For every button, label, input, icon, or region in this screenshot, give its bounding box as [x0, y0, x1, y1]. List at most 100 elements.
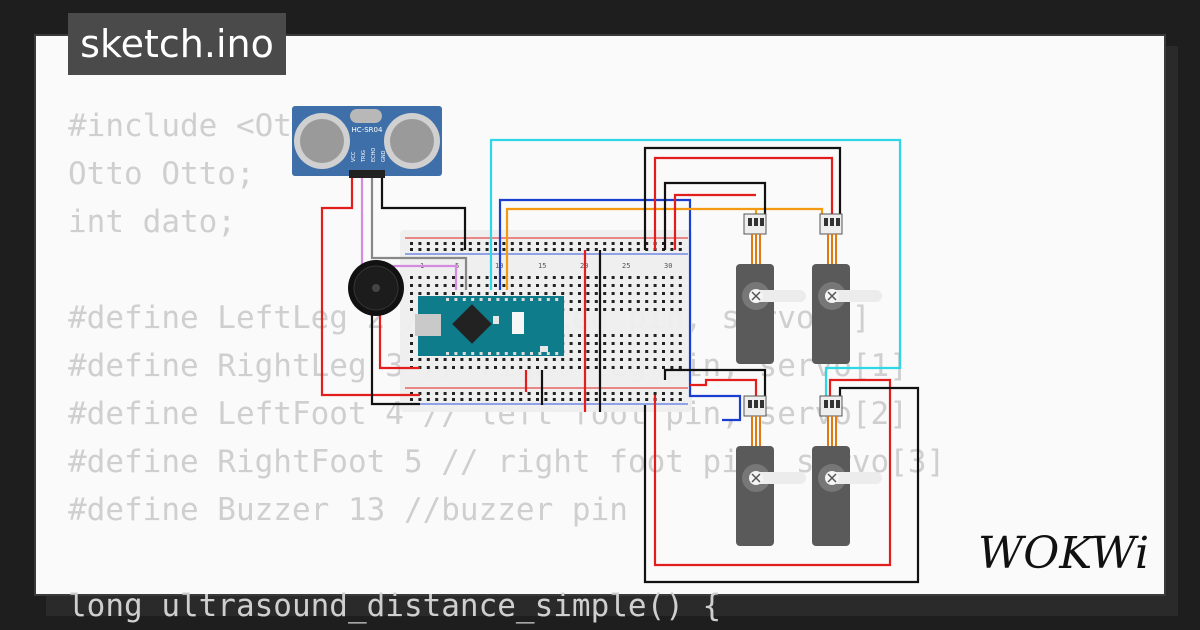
breadboard-hole: [594, 248, 598, 251]
breadboard-hole: [586, 242, 590, 245]
breadboard-hole: [611, 300, 615, 303]
breadboard-hole: [561, 366, 565, 369]
breadboard-hole: [578, 242, 581, 245]
breadboard-hole: [645, 248, 649, 251]
breadboard-hole: [510, 284, 514, 287]
breadboard-hole: [460, 398, 464, 401]
breadboard-hole: [645, 366, 649, 369]
breadboard-hole: [460, 292, 464, 295]
breadboard-hole: [519, 398, 523, 401]
breadboard-hole: [443, 392, 447, 395]
breadboard-hole: [410, 342, 413, 345]
nano-pin: [513, 298, 517, 301]
breadboard-hole: [527, 358, 531, 361]
breadboard-hole: [678, 398, 682, 401]
breadboard-hole: [410, 242, 413, 245]
breadboard-hole: [678, 392, 682, 395]
breadboard-hole: [519, 292, 523, 295]
breadboard-hole: [510, 398, 514, 401]
breadboard-hole: [561, 392, 565, 395]
breadboard-hole: [435, 398, 439, 401]
breadboard-hole: [645, 358, 649, 361]
breadboard-hole: [628, 300, 632, 303]
breadboard-hole: [519, 242, 523, 245]
nano-pin: [530, 298, 533, 301]
breadboard-hole: [494, 248, 497, 251]
code-line: int dato;: [68, 204, 236, 240]
breadboard-hole: [452, 276, 455, 279]
breadboard-hole: [662, 308, 665, 311]
breadboard-hole: [452, 358, 455, 361]
breadboard-hole: [586, 366, 590, 369]
breadboard-hole: [485, 242, 489, 245]
breadboard-hole: [443, 284, 447, 287]
breadboard-col-label: 30: [664, 262, 672, 270]
breadboard-hole: [418, 248, 422, 251]
nano-pin: [488, 352, 491, 355]
breadboard-hole: [662, 334, 665, 337]
breadboard-hole: [418, 292, 422, 295]
breadboard-hole: [678, 308, 682, 311]
breadboard-hole: [586, 398, 590, 401]
breadboard-hole: [611, 350, 615, 353]
breadboard-hole: [653, 334, 657, 337]
breadboard-hole: [426, 292, 430, 295]
breadboard-hole: [536, 276, 539, 279]
breadboard-hole: [628, 350, 632, 353]
breadboard-hole: [452, 284, 455, 287]
breadboard-hole: [460, 276, 464, 279]
breadboard-hole: [670, 350, 674, 353]
nano-pin: [479, 352, 483, 355]
wokwi-logo: WOKWi: [978, 528, 1149, 579]
breadboard-hole: [611, 392, 615, 395]
breadboard-hole: [678, 292, 682, 295]
breadboard-hole: [435, 358, 439, 361]
servo-left-leg: [736, 213, 806, 364]
breadboard-hole: [569, 392, 573, 395]
breadboard-hole: [443, 366, 447, 369]
breadboard-hole: [418, 392, 422, 395]
breadboard-hole: [569, 284, 573, 287]
breadboard-hole: [510, 358, 514, 361]
breadboard-hole: [435, 292, 439, 295]
breadboard-hole: [519, 284, 523, 287]
breadboard-hole: [594, 308, 598, 311]
breadboard-hole: [544, 392, 548, 395]
breadboard-hole: [611, 248, 615, 251]
nano-pin: [479, 298, 483, 301]
breadboard-hole: [527, 398, 531, 401]
breadboard-hole: [678, 276, 682, 279]
breadboard-hole: [636, 300, 640, 303]
breadboard-hole: [628, 276, 632, 279]
breadboard-hole: [645, 284, 649, 287]
breadboard-hole: [620, 276, 623, 279]
breadboard-hole: [536, 392, 539, 395]
breadboard-hole: [569, 398, 573, 401]
nano-pin: [521, 352, 525, 355]
breadboard-hole: [578, 284, 581, 287]
breadboard-hole: [636, 398, 640, 401]
filename-tab[interactable]: sketch.ino: [68, 13, 286, 75]
breadboard-hole: [502, 292, 506, 295]
breadboard-hole: [477, 398, 481, 401]
breadboard-hole: [468, 248, 472, 251]
breadboard-hole: [452, 242, 455, 245]
breadboard-hole: [552, 358, 556, 361]
breadboard-hole: [426, 276, 430, 279]
breadboard-hole: [662, 284, 665, 287]
nano-pin: [555, 298, 559, 301]
breadboard-hole: [552, 398, 556, 401]
breadboard-hole: [569, 366, 573, 369]
breadboard-hole: [460, 358, 464, 361]
breadboard-hole: [620, 334, 623, 337]
breadboard-hole: [561, 398, 565, 401]
breadboard-hole: [594, 334, 598, 337]
breadboard-hole: [502, 242, 506, 245]
breadboard-hole: [460, 248, 464, 251]
breadboard-hole: [578, 392, 581, 395]
breadboard-hole: [670, 334, 674, 337]
breadboard-hole: [410, 358, 413, 361]
breadboard-hole: [544, 398, 548, 401]
wokwi-logo-text: WOKWi: [978, 528, 1149, 579]
